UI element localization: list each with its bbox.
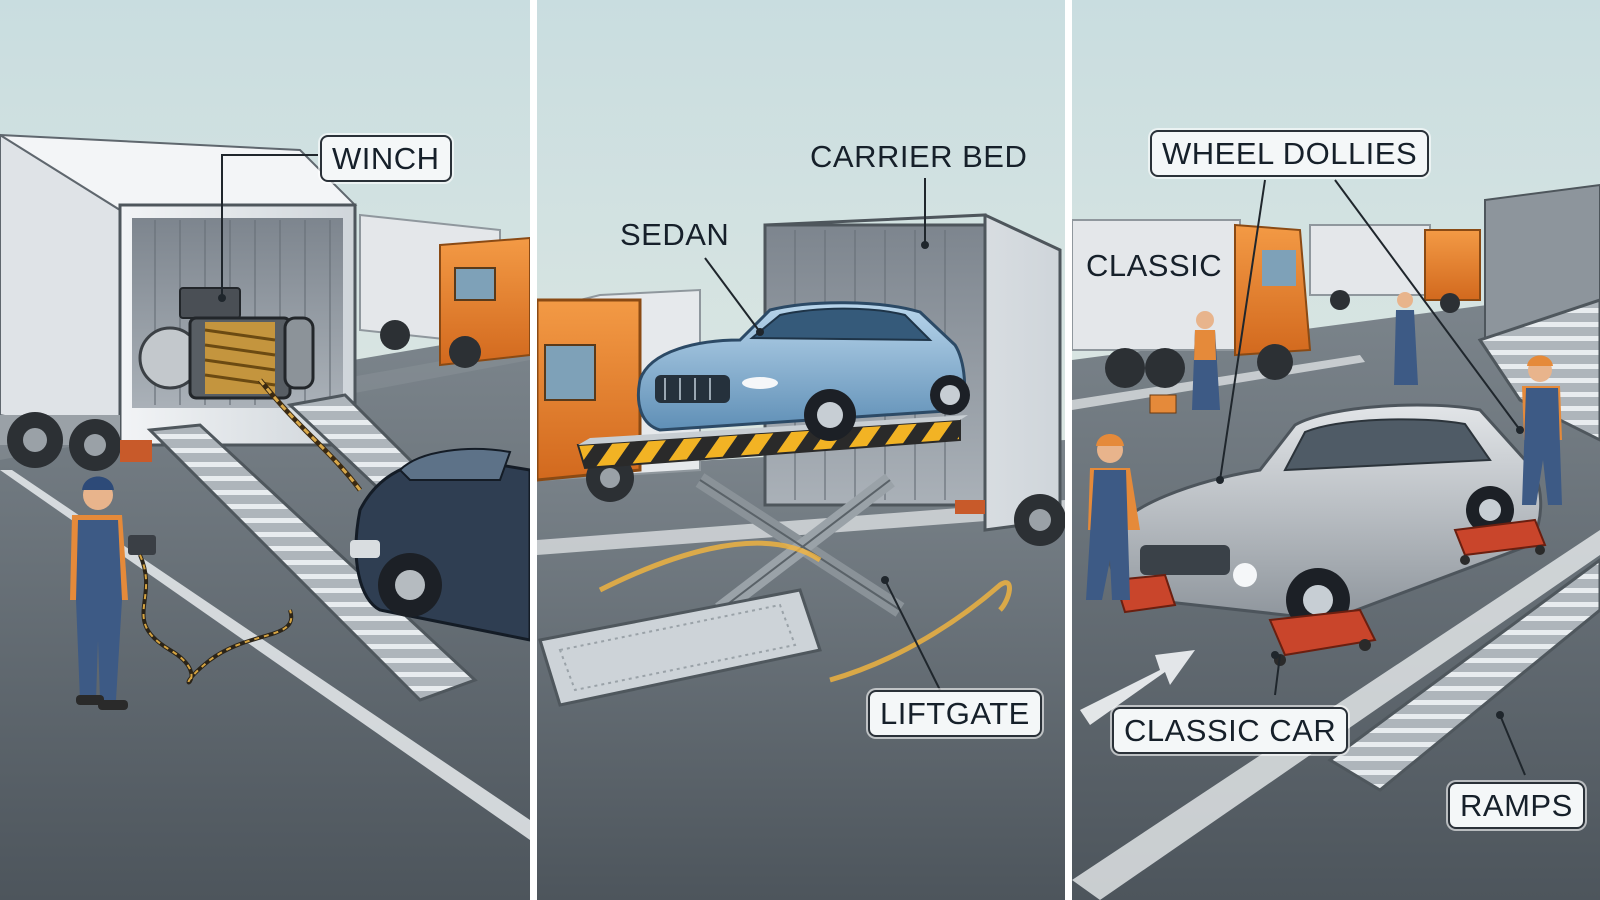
sedan-car	[636, 301, 970, 441]
dollies-far-truck	[1309, 224, 1481, 313]
winch-ramps	[146, 393, 478, 702]
divider-1	[530, 0, 537, 900]
background-truck	[359, 213, 530, 368]
label-sedan: SEDAN	[620, 217, 730, 252]
trailer	[0, 133, 358, 471]
operator	[70, 476, 294, 710]
liftgate-cab	[537, 288, 701, 502]
winch-device	[138, 287, 362, 492]
label-ramps: RAMPS	[1448, 782, 1585, 829]
old-car	[350, 448, 530, 642]
panel-winch	[0, 0, 530, 900]
ramp-foreground	[1327, 558, 1600, 792]
label-wheel-dollies: WHEEL DOLLIES	[1150, 130, 1430, 177]
label-carrier-bed: CARRIER BED	[810, 139, 1028, 174]
label-winch: WINCH	[320, 135, 452, 182]
divider-2	[1065, 0, 1072, 900]
wheel-dollies	[1113, 518, 1547, 666]
label-classic-car: CLASSIC CAR	[1112, 707, 1349, 754]
worker-far	[1394, 292, 1418, 385]
worker-right	[1522, 355, 1562, 505]
direction-arrow	[1080, 650, 1195, 725]
worker-mid	[1149, 311, 1220, 414]
scissor-lift	[538, 473, 905, 707]
leader-lines	[221, 154, 1526, 776]
dollies-trailer	[1477, 183, 1600, 442]
panel-liftgate	[537, 0, 1065, 900]
worker-left	[1086, 434, 1140, 600]
label-classic: CLASSIC	[1086, 248, 1223, 283]
label-liftgate: LIFTGATE	[868, 690, 1042, 737]
